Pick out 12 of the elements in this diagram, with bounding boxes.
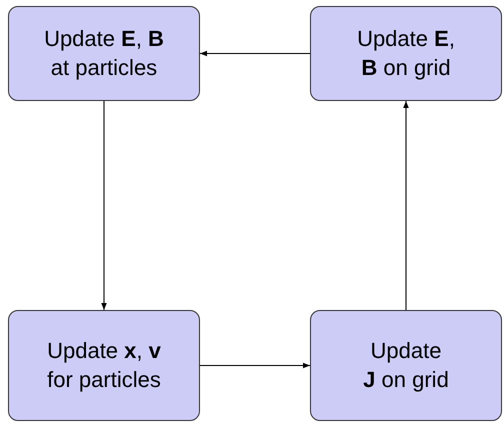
step-label: Update E, B at particles — [43, 25, 165, 82]
arrow — [200, 362, 310, 368]
process-box — [310, 6, 502, 101]
arrow — [403, 100, 409, 310]
process-box — [8, 310, 200, 421]
step-label: Update E, B on grid — [356, 25, 456, 82]
arrow — [101, 100, 107, 310]
arrow — [200, 50, 310, 56]
process-box — [8, 6, 200, 101]
process-box — [310, 310, 502, 421]
step-label: Update J on grid — [362, 337, 450, 394]
step-label: Update x, v for particles — [46, 337, 162, 394]
